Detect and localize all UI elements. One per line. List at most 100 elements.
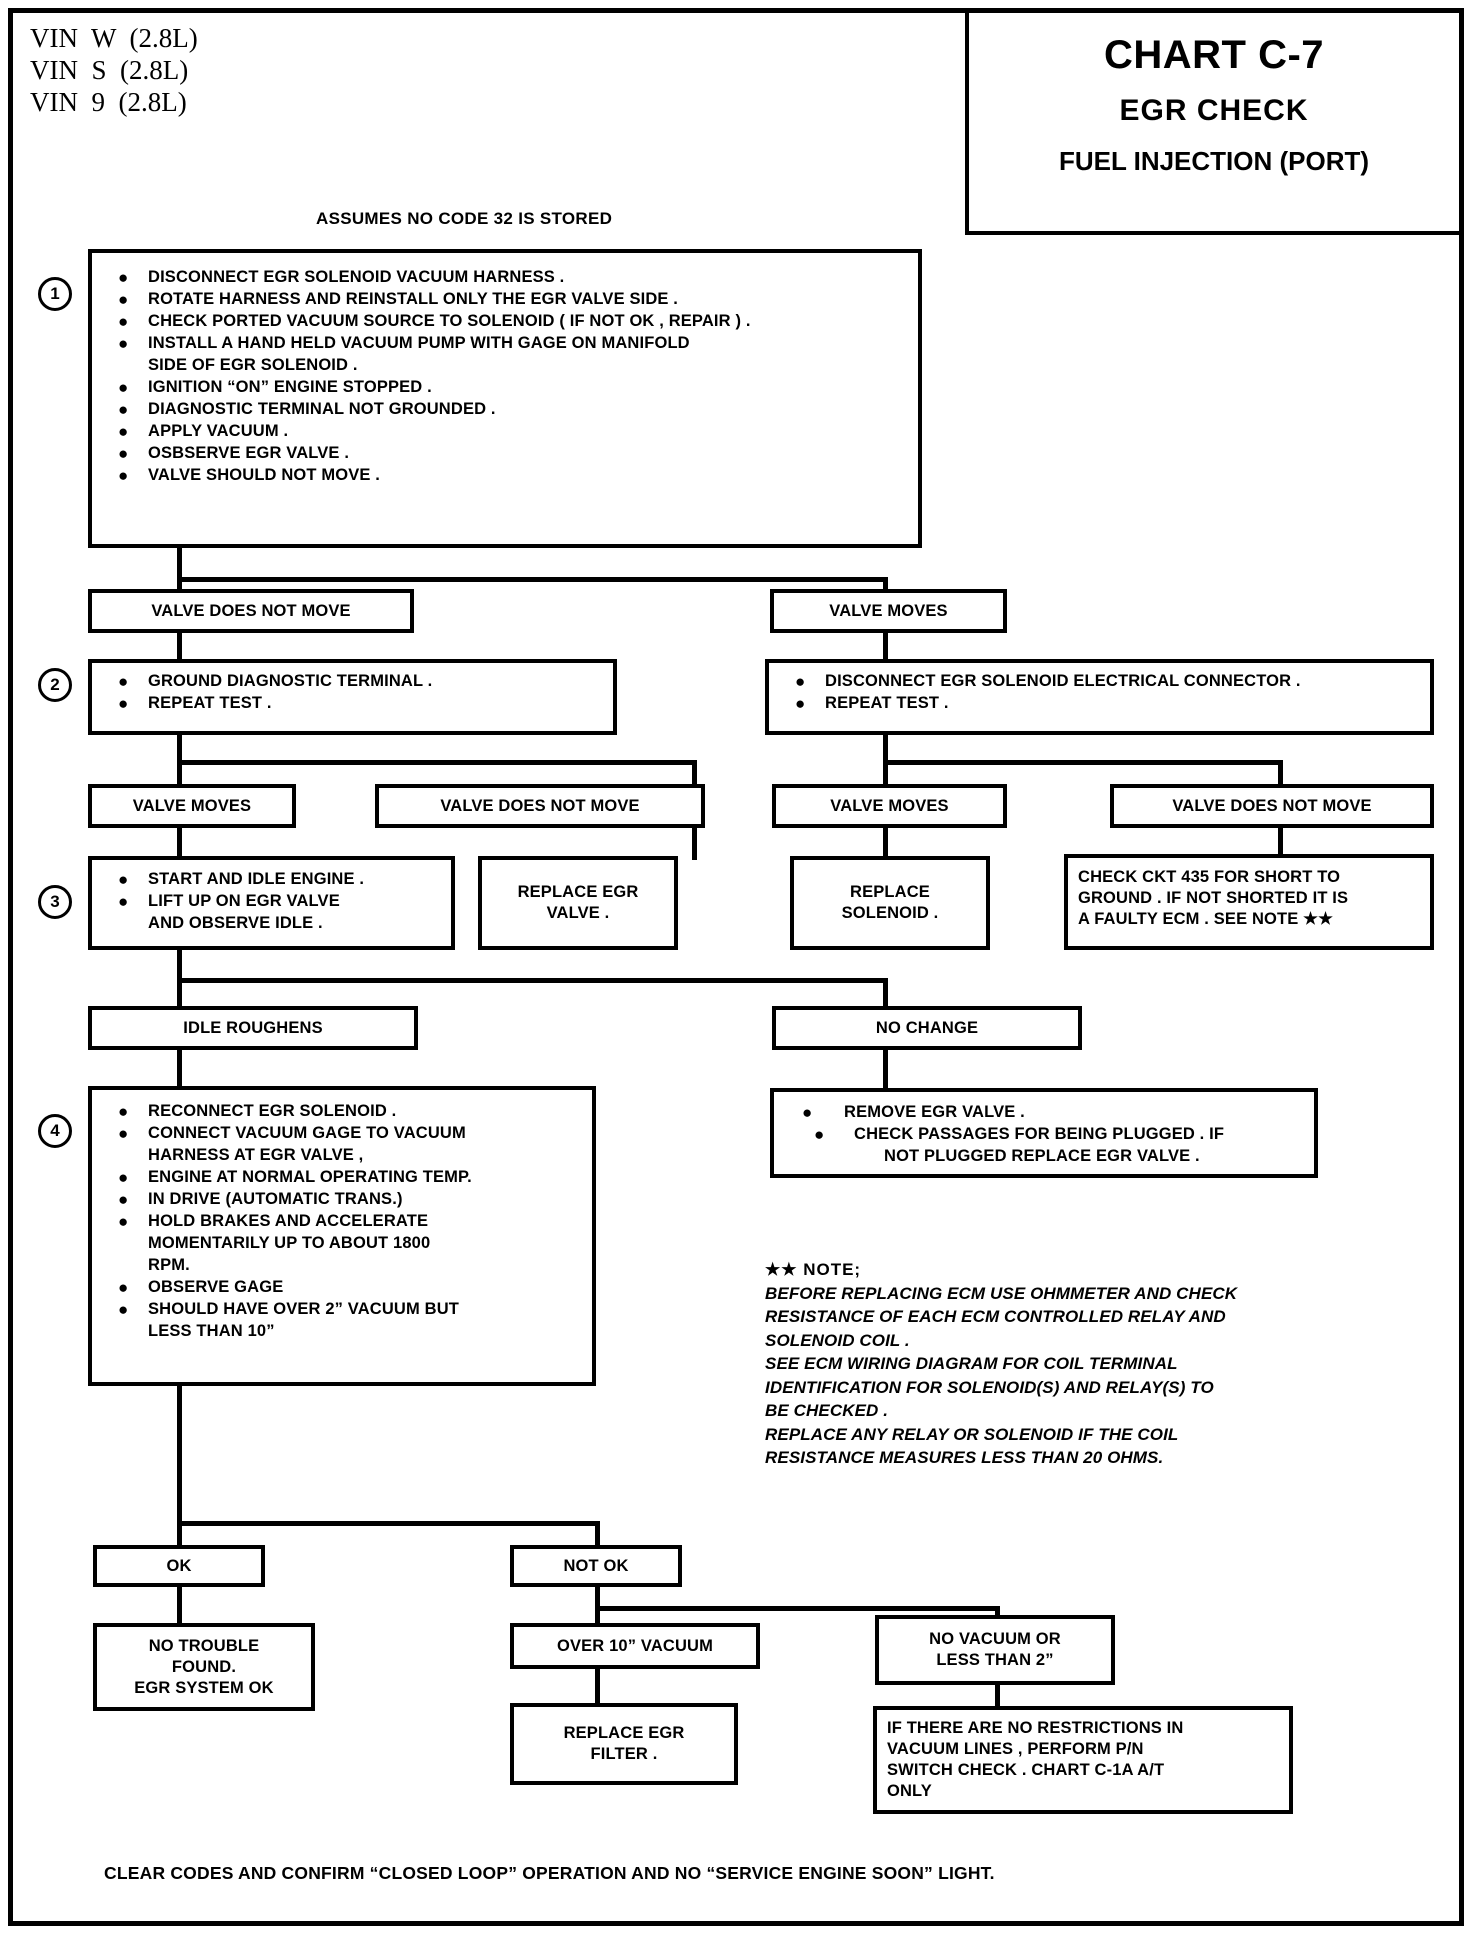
replace-solenoid-box: REPLACE SOLENOID . (790, 856, 990, 950)
note-line: RESISTANCE OF EACH ECM CONTROLLED RELAY … (765, 1307, 1226, 1326)
connector (883, 1050, 888, 1088)
list-item-continuation: HARNESS AT EGR VALVE , (148, 1146, 364, 1164)
list-item: ●CONNECT VACUUM GAGE TO VACUUM (118, 1124, 466, 1143)
bullet-icon: ● (118, 1168, 129, 1187)
check-ckt-435-box: CHECK CKT 435 FOR SHORT TO GROUND . IF N… (1064, 854, 1434, 950)
list-item: ●GROUND DIAGNOSTIC TERMINAL . (118, 672, 433, 691)
no-vacuum-box: NO VACUUM OR LESS THAN 2” (875, 1615, 1115, 1685)
bullet-icon: ● (118, 870, 129, 889)
connector (177, 950, 182, 982)
bullet-icon: ● (118, 1278, 129, 1297)
bullet-icon: ● (118, 892, 129, 911)
step-marker-3: 3 (38, 885, 72, 919)
branch-valve-moves-left: VALVE MOVES (88, 784, 296, 828)
note-line: SOLENOID COIL . (765, 1330, 910, 1350)
branch-valve-moves-1: VALVE MOVES (770, 589, 1007, 633)
connector (883, 633, 888, 663)
bullet-icon: ● (118, 268, 129, 287)
step2-right-bullet-list: ●DISCONNECT EGR SOLENOID ELECTRICAL CONN… (779, 671, 1420, 714)
note-line: RESISTANCE MEASURES LESS THAN 20 OHMS. (765, 1448, 1164, 1467)
list-item: ●OBSERVE GAGE (118, 1278, 284, 1297)
list-item-continuation: NOT PLUGGED REPLACE EGR VALVE . (884, 1147, 1200, 1165)
connector (177, 1050, 182, 1088)
connector (1278, 760, 1283, 794)
list-item: ●INSTALL A HAND HELD VACUUM PUMP WITH GA… (118, 334, 690, 353)
vin-line-1: VIN W (2.8L) (30, 23, 198, 53)
connector (595, 1587, 600, 1611)
bullet-icon: ● (118, 694, 129, 713)
connector (595, 1669, 600, 1705)
list-item: ●DIAGNOSTIC TERMINAL NOT GROUNDED . (118, 400, 496, 419)
bullet-icon: ● (118, 422, 129, 441)
connector (883, 760, 888, 794)
connector (595, 1606, 1000, 1611)
branch-valve-does-not-move-right: VALVE DOES NOT MOVE (1110, 784, 1434, 828)
list-item: ●ROTATE HARNESS AND REINSTALL ONLY THE E… (118, 290, 679, 309)
list-item: ●CHECK PORTED VACUUM SOURCE TO SOLENOID … (118, 312, 751, 331)
connector (177, 1386, 182, 1548)
list-item: ●HOLD BRAKES AND ACCELERATE (118, 1212, 429, 1231)
bullet-icon: ● (795, 694, 806, 713)
connector (177, 760, 182, 794)
connector (177, 577, 888, 582)
chart-title-block: CHART C-7 EGR CHECK FUEL INJECTION (PORT… (965, 13, 1459, 235)
vin-line-3: VIN 9 (2.8L) (30, 87, 187, 117)
bullet-icon: ● (814, 1125, 825, 1144)
connector (1278, 828, 1283, 860)
connector (177, 978, 182, 1012)
branch-valve-does-not-move-left: VALVE DOES NOT MOVE (375, 784, 705, 828)
connector (692, 828, 697, 860)
step4-box: ●RECONNECT EGR SOLENOID . ●CONNECT VACUU… (88, 1086, 596, 1386)
bullet-icon: ● (118, 672, 129, 691)
vin-line-2: VIN S (2.8L) (30, 55, 189, 85)
list-item: ●SHOULD HAVE OVER 2” VACUUM BUT (118, 1300, 459, 1319)
connector (995, 1685, 1000, 1713)
step2-left-box: ●GROUND DIAGNOSTIC TERMINAL . ●REPEAT TE… (88, 659, 617, 735)
connector (177, 978, 888, 983)
list-item-continuation: AND OBSERVE IDLE . (148, 914, 323, 932)
note-line: SEE ECM WIRING DIAGRAM FOR COIL TERMINAL (765, 1354, 1178, 1373)
connector (177, 548, 182, 582)
bullet-icon: ● (118, 1124, 129, 1143)
replace-egr-filter-box: REPLACE EGR FILTER . (510, 1703, 738, 1785)
list-item: ●DISCONNECT EGR SOLENOID VACUUM HARNESS … (118, 268, 565, 287)
bullet-icon: ● (118, 290, 129, 309)
bullet-icon: ● (118, 1212, 129, 1231)
step2-right-box: ●DISCONNECT EGR SOLENOID ELECTRICAL CONN… (765, 659, 1434, 735)
list-item: ●DISCONNECT EGR SOLENOID ELECTRICAL CONN… (795, 672, 1301, 691)
step2-left-bullet-list: ●GROUND DIAGNOSTIC TERMINAL . ●REPEAT TE… (102, 671, 603, 714)
bullet-icon: ● (118, 1102, 129, 1121)
branch-valve-does-not-move-1: VALVE DOES NOT MOVE (88, 589, 414, 633)
chart-subtitle: FUEL INJECTION (PORT) (1058, 146, 1370, 176)
over-10-vacuum-box: OVER 10” VACUUM (510, 1623, 760, 1669)
chart-number: CHART C-7 (1103, 33, 1325, 77)
bullet-icon: ● (118, 466, 129, 485)
connector (883, 978, 888, 1012)
replace-egr-valve-box: REPLACE EGR VALVE . (478, 856, 678, 950)
list-item: ●REPEAT TEST . (795, 694, 949, 713)
connector (595, 1521, 600, 1549)
list-item: ●IN DRIVE (AUTOMATIC TRANS.) (118, 1190, 403, 1209)
note-line: IDENTIFICATION FOR SOLENOID(S) AND RELAY… (765, 1377, 1214, 1397)
step-marker-4: 4 (38, 1114, 72, 1148)
branch-no-change: NO CHANGE (772, 1006, 1082, 1050)
connector (883, 760, 1283, 765)
bullet-icon: ● (118, 378, 129, 397)
bullet-icon: ● (118, 444, 129, 463)
step1-bullet-list: ●DISCONNECT EGR SOLENOID VACUUM HARNESS … (102, 267, 908, 486)
step1-box: ●DISCONNECT EGR SOLENOID VACUUM HARNESS … (88, 249, 922, 548)
bullet-icon: ● (118, 1190, 129, 1209)
connector (177, 1587, 182, 1623)
note-line: BEFORE REPLACING ECM USE OHMMETER AND CH… (765, 1283, 1238, 1303)
remove-egr-bullet-list: ●REMOVE EGR VALVE . ●CHECK PASSAGES FOR … (784, 1102, 1304, 1167)
list-item: ●LIFT UP ON EGR VALVE (118, 892, 340, 911)
step4-bullet-list: ●RECONNECT EGR SOLENOID . ●CONNECT VACUU… (102, 1101, 582, 1342)
connector (177, 633, 182, 663)
list-item: ●REMOVE EGR VALVE . (802, 1103, 1025, 1122)
branch-valve-moves-right: VALVE MOVES (772, 784, 1007, 828)
connector (177, 735, 182, 767)
bullet-icon: ● (118, 400, 129, 419)
note-line: BE CHECKED . (765, 1401, 889, 1420)
connector (595, 1606, 600, 1628)
branch-not-ok: NOT OK (510, 1545, 682, 1587)
